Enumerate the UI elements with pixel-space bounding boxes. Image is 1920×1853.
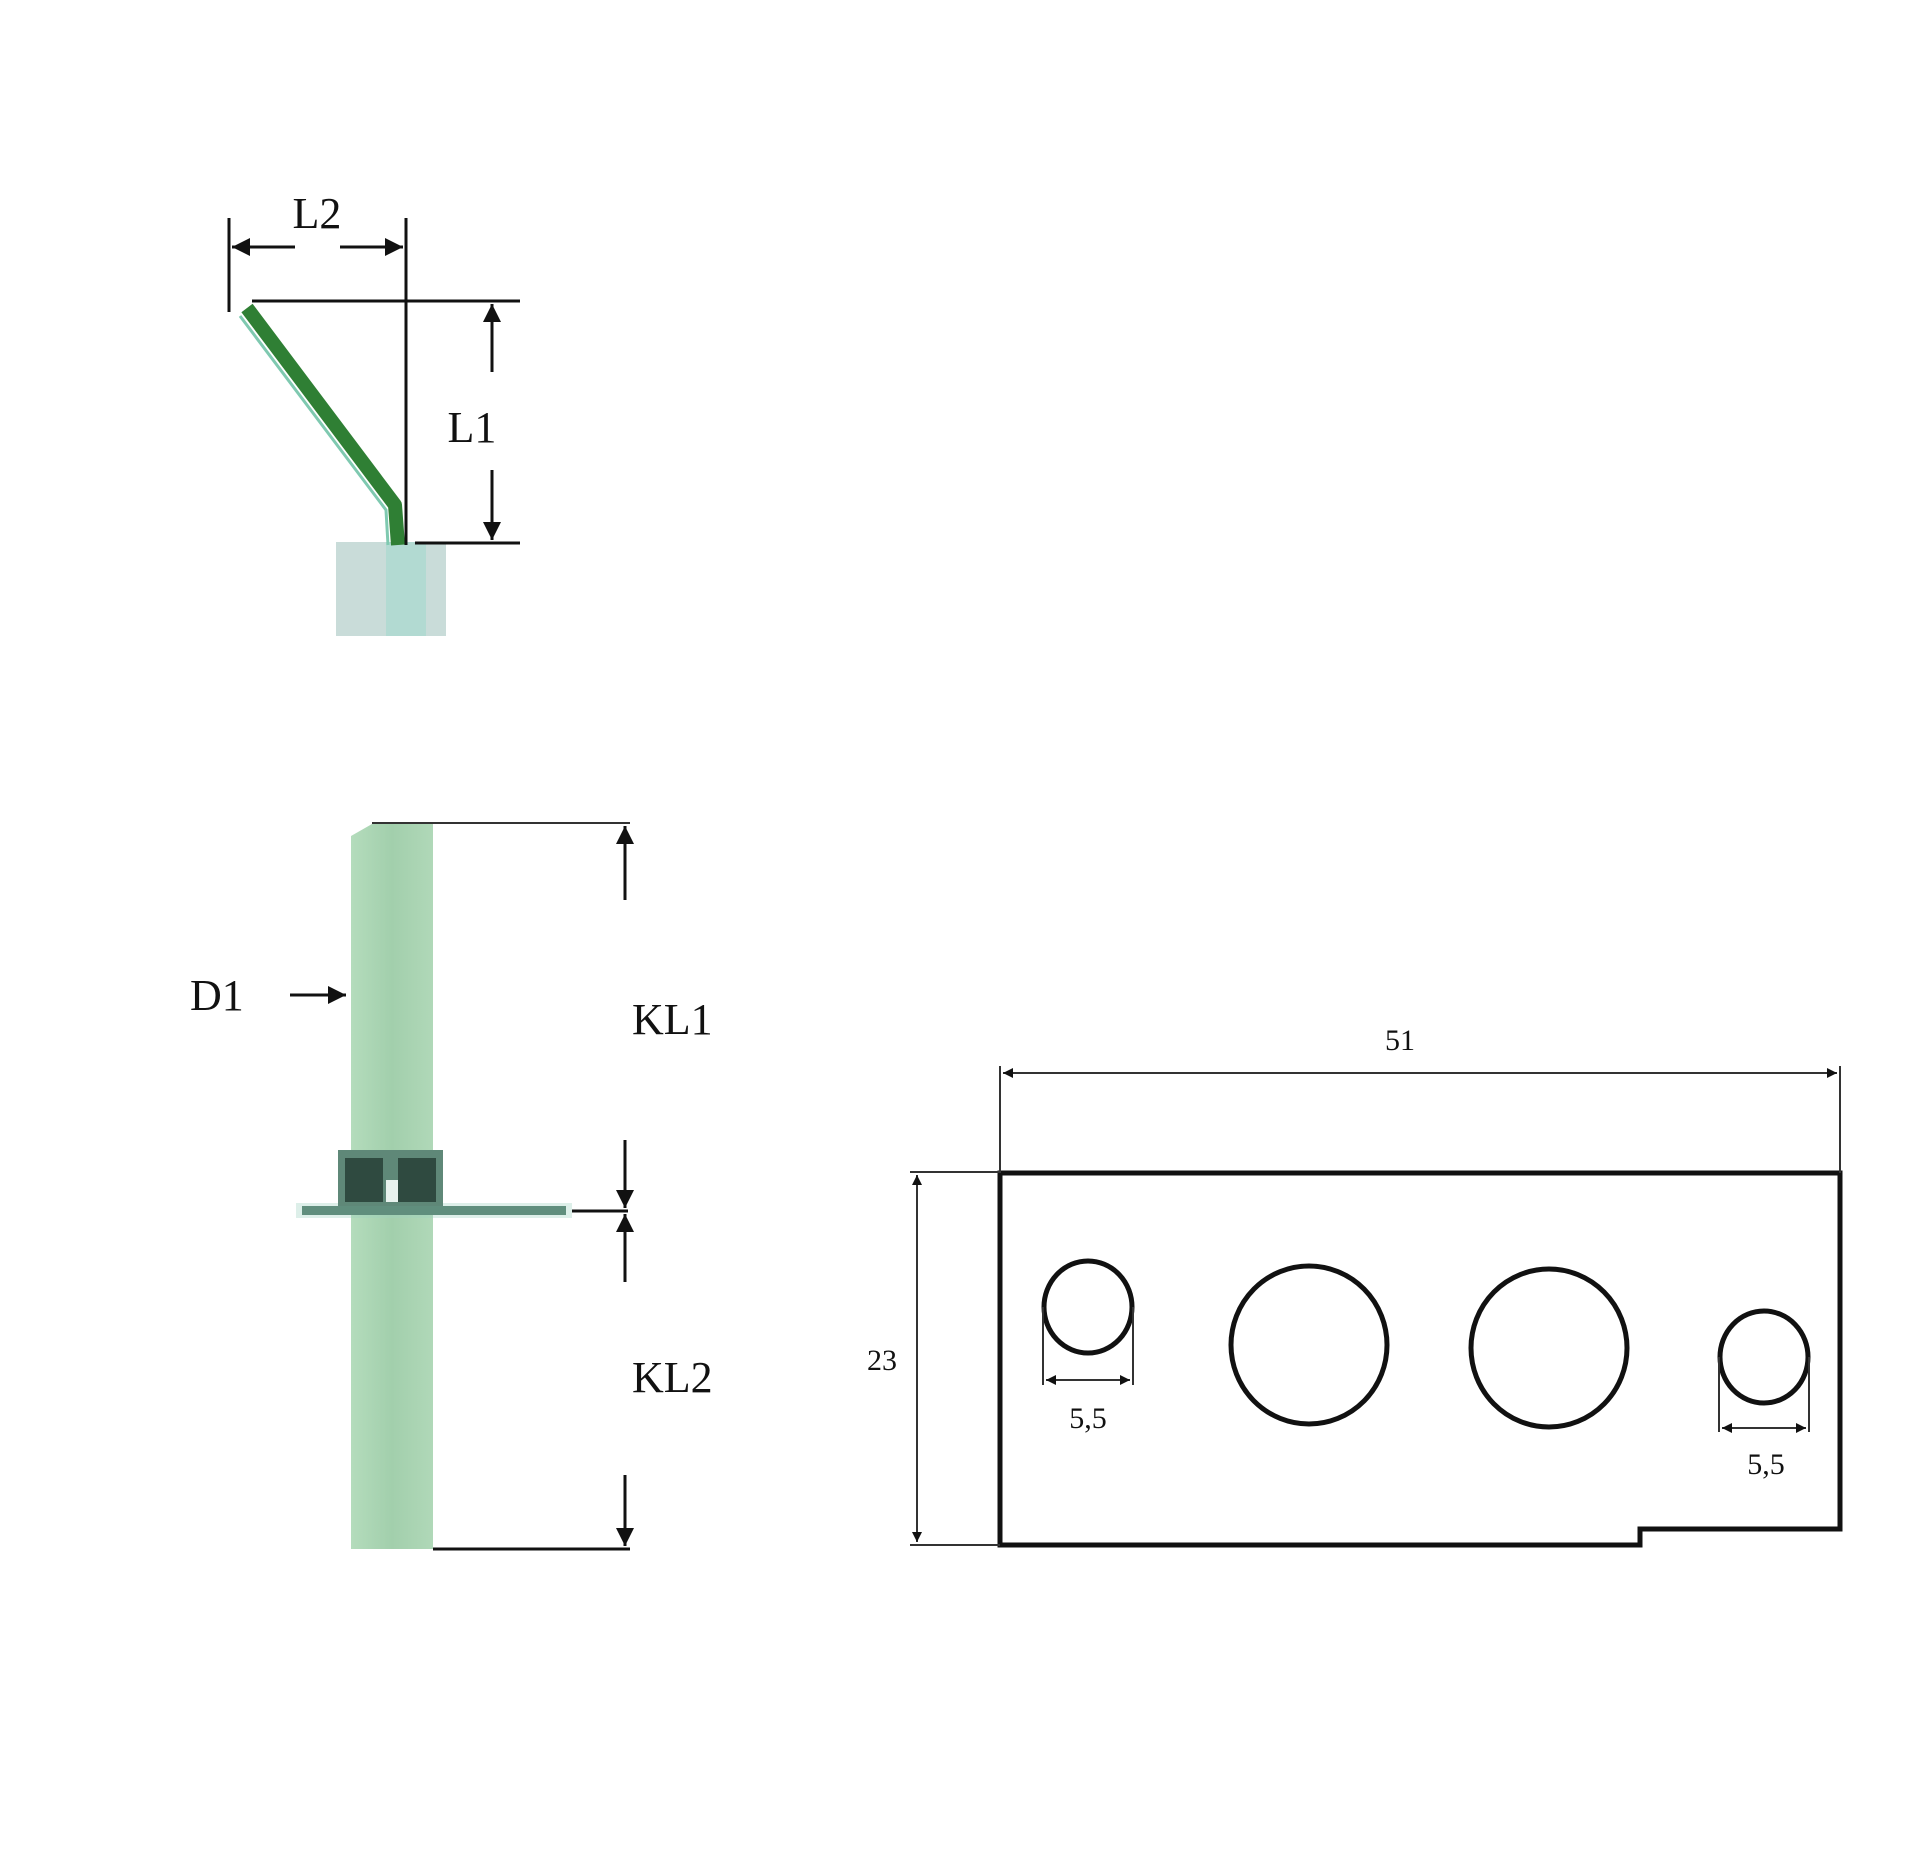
electrode-angled-view: L2 L1: [227, 189, 520, 636]
washer-glow: [296, 1203, 572, 1218]
washer: [302, 1206, 566, 1215]
electrode-wire-highlight: [238, 315, 390, 546]
hole-large-right: [1468, 1266, 1630, 1430]
kl2-label: KL2: [632, 1353, 713, 1402]
hole-left-label: 5,5: [1069, 1402, 1107, 1435]
d1-label: D1: [190, 971, 244, 1020]
l1-label: L1: [448, 403, 497, 452]
l2-label: L2: [293, 189, 342, 238]
mounting-bracket: 51 23 5,5 5,5: [867, 1024, 1843, 1548]
nut-highlight: [386, 1180, 398, 1202]
bracket-outline: [997, 1170, 1843, 1548]
nut-left-face: [345, 1158, 383, 1202]
hole-small-left: [1041, 1258, 1135, 1356]
insulator-highlight: [386, 542, 426, 636]
hole-large-left: [1228, 1263, 1390, 1427]
hole-right-label: 5,5: [1747, 1448, 1785, 1481]
kl1-label: KL1: [632, 995, 713, 1044]
hole-small-right: [1717, 1308, 1811, 1406]
electrode-wire: [241, 303, 405, 546]
height-label: 23: [867, 1344, 897, 1377]
electrode-side-view: KL1 KL2 D1: [190, 822, 713, 1551]
width-label: 51: [1385, 1024, 1415, 1057]
nut-right-face: [398, 1158, 436, 1202]
